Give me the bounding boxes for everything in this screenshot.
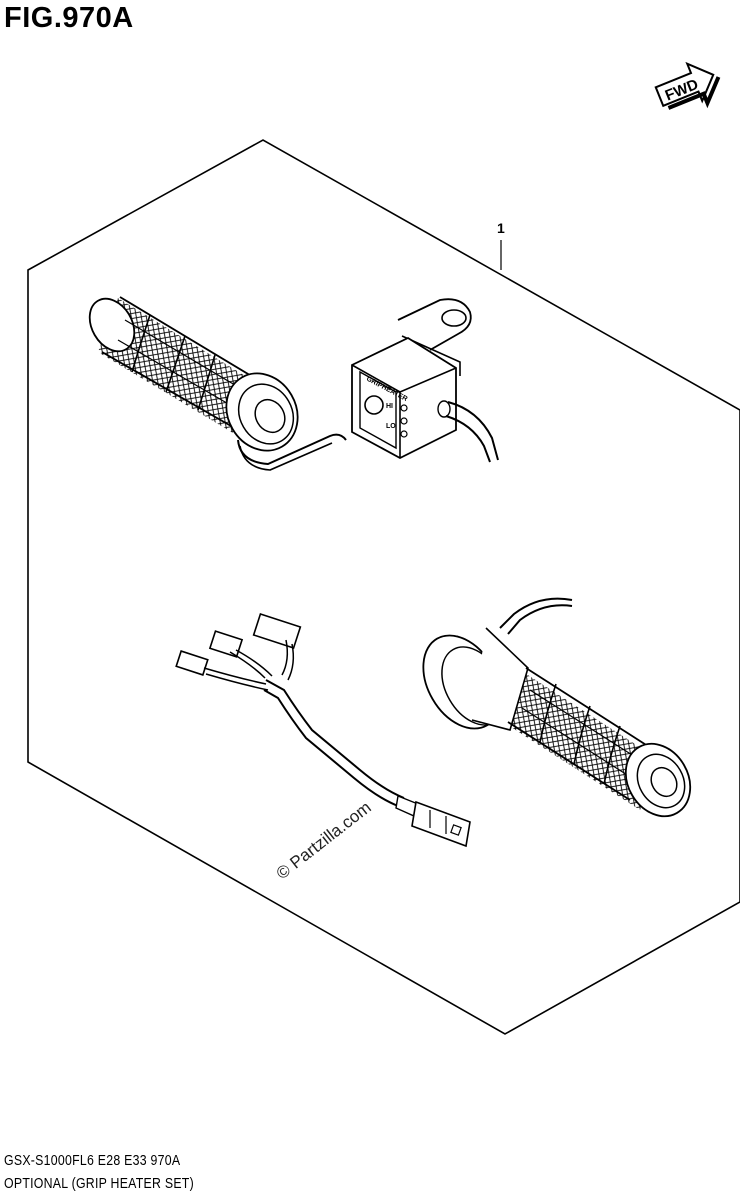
switch-knob-icon bbox=[364, 395, 384, 415]
right-heated-grip bbox=[422, 597, 692, 818]
footer-description: OPTIONAL (GRIP HEATER SET) bbox=[4, 1176, 194, 1192]
switch-lo-label: LO bbox=[386, 423, 396, 430]
kit-boundary bbox=[27, 139, 740, 1035]
left-heated-grip bbox=[88, 296, 347, 471]
switch-hi-label: HI bbox=[386, 403, 393, 410]
callout-number: 1 bbox=[497, 220, 505, 236]
figure-title: FIG.970A bbox=[4, 2, 134, 34]
wire-harness bbox=[175, 613, 471, 848]
fwd-label: FWD bbox=[663, 76, 701, 105]
watermark-text: © Partzilla.com bbox=[273, 798, 375, 884]
heater-switch: GRIPHEATER HI LO bbox=[351, 298, 499, 463]
footer-model-line: GSX-S1000FL6 E28 E33 970A bbox=[4, 1153, 181, 1169]
fwd-arrow-icon: FWD bbox=[654, 61, 721, 110]
